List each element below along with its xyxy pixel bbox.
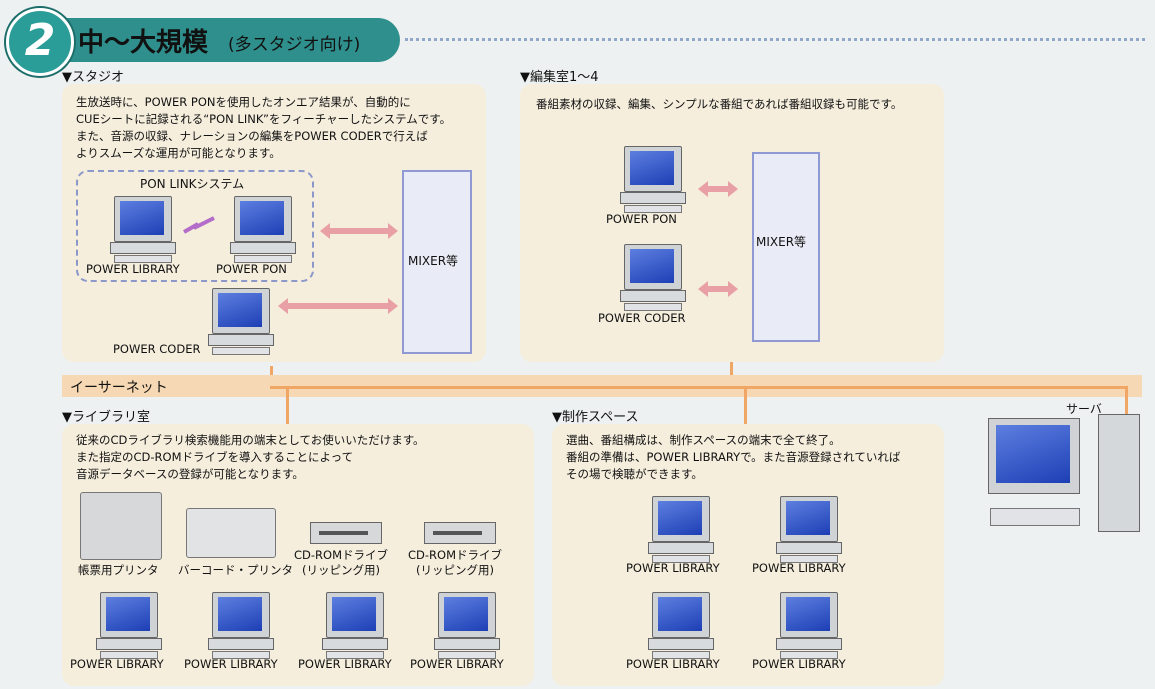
report-printer-icon [80,492,162,560]
section-number-badge: 2 [6,8,74,76]
editing-description: 番組素材の収録、編集、シンプルな番組であれば番組収録も可能です。 [536,97,903,111]
editing-mixer-box [752,152,820,342]
library-description: 従来のCDライブラリ検索機能用の端末としてお使いいただけます。 また指定のCD-… [76,433,425,481]
production-pc2-label: POWER LIBRARY [752,561,846,575]
server-monitor-icon [988,418,1080,500]
library-pc1-icon [94,592,164,664]
cdrom-drive-2-icon [424,522,496,544]
production-pc1-label: POWER LIBRARY [626,561,720,575]
production-pc1-icon [646,496,716,568]
server-keyboard-icon [990,508,1080,526]
wireless-link-icon [183,216,215,234]
production-pc3-icon [646,592,716,664]
dotted-divider [405,38,1145,41]
studio-pc3-label: POWER CODER [113,342,201,356]
studio-description: 生放送時に、POWER PONを使用したオンエア結果が、自動的に CUEシートに… [76,95,452,160]
production-pc3-label: POWER LIBRARY [626,657,720,671]
production-pc4-icon [774,592,844,664]
library-pc1-label: POWER LIBRARY [70,657,164,671]
cdrom-drive-1-icon [310,522,382,544]
production-panel [552,424,944,686]
library-pc3-label: POWER LIBRARY [298,657,392,671]
barcode-printer-icon [186,508,276,558]
ethernet-label: イーサーネット [70,380,168,396]
library-pc4-icon [432,592,502,664]
ethernet-line [270,386,1128,389]
library-device2-label: バーコード・プリンタ [178,563,293,577]
studio-pc2-label: POWER PON [216,262,287,276]
ethernet-drop-library [286,386,289,426]
library-device3-label: CD-ROMドライブ (リッピング用) [294,548,388,577]
editing-section-label: ▼編集室1〜4 [520,70,599,85]
studio-pc1-label: POWER LIBRARY [86,262,180,276]
power-library-computer-icon [108,196,178,268]
ethernet-drop-production [744,386,747,426]
editing-pc2-label: POWER CODER [598,311,686,325]
server-tower-icon [1098,414,1140,532]
editing-power-pon-computer-icon [618,146,688,218]
studio-mixer-label: MIXER等 [408,254,459,268]
editing-pc1-label: POWER PON [606,212,677,226]
editing-mixer-label: MIXER等 [756,235,807,249]
library-pc4-label: POWER LIBRARY [410,657,504,671]
power-coder-computer-icon [206,288,276,360]
library-device4-label: CD-ROMドライブ (リッピング用) [408,548,502,577]
production-pc4-label: POWER LIBRARY [752,657,846,671]
library-pc3-icon [320,592,390,664]
editing-power-coder-computer-icon [618,244,688,316]
pon-link-group-label: PON LINKシステム [140,177,245,191]
studio-mixer-box [402,170,472,354]
power-pon-computer-icon [228,196,298,268]
page-subtitle: (多スタジオ向け) [228,35,361,55]
library-pc2-icon [206,592,276,664]
studio-section-label: ▼スタジオ [62,70,124,85]
studio-arrow-pon-mixer [320,223,398,239]
header-bar [40,18,400,62]
editing-arrow-coder-mixer [698,281,738,297]
editing-arrow-pon-mixer [698,181,738,197]
editing-panel [520,84,944,362]
production-description: 選曲、番組構成は、制作スペースの端末で全て終了。 番組の準備は、POWER LI… [566,433,901,481]
production-section-label: ▼制作スペース [552,410,639,425]
page-title: 中〜大規模 [78,28,209,58]
ethernet-drop-server [1125,386,1128,414]
pon-link-group [76,170,314,282]
library-device1-label: 帳票用プリンタ [78,563,159,577]
library-pc2-label: POWER LIBRARY [184,657,278,671]
production-pc2-icon [774,496,844,568]
library-section-label: ▼ライブラリ室 [62,410,150,425]
server-label: サーバ [1066,402,1102,416]
studio-arrow-coder-mixer [278,298,398,314]
